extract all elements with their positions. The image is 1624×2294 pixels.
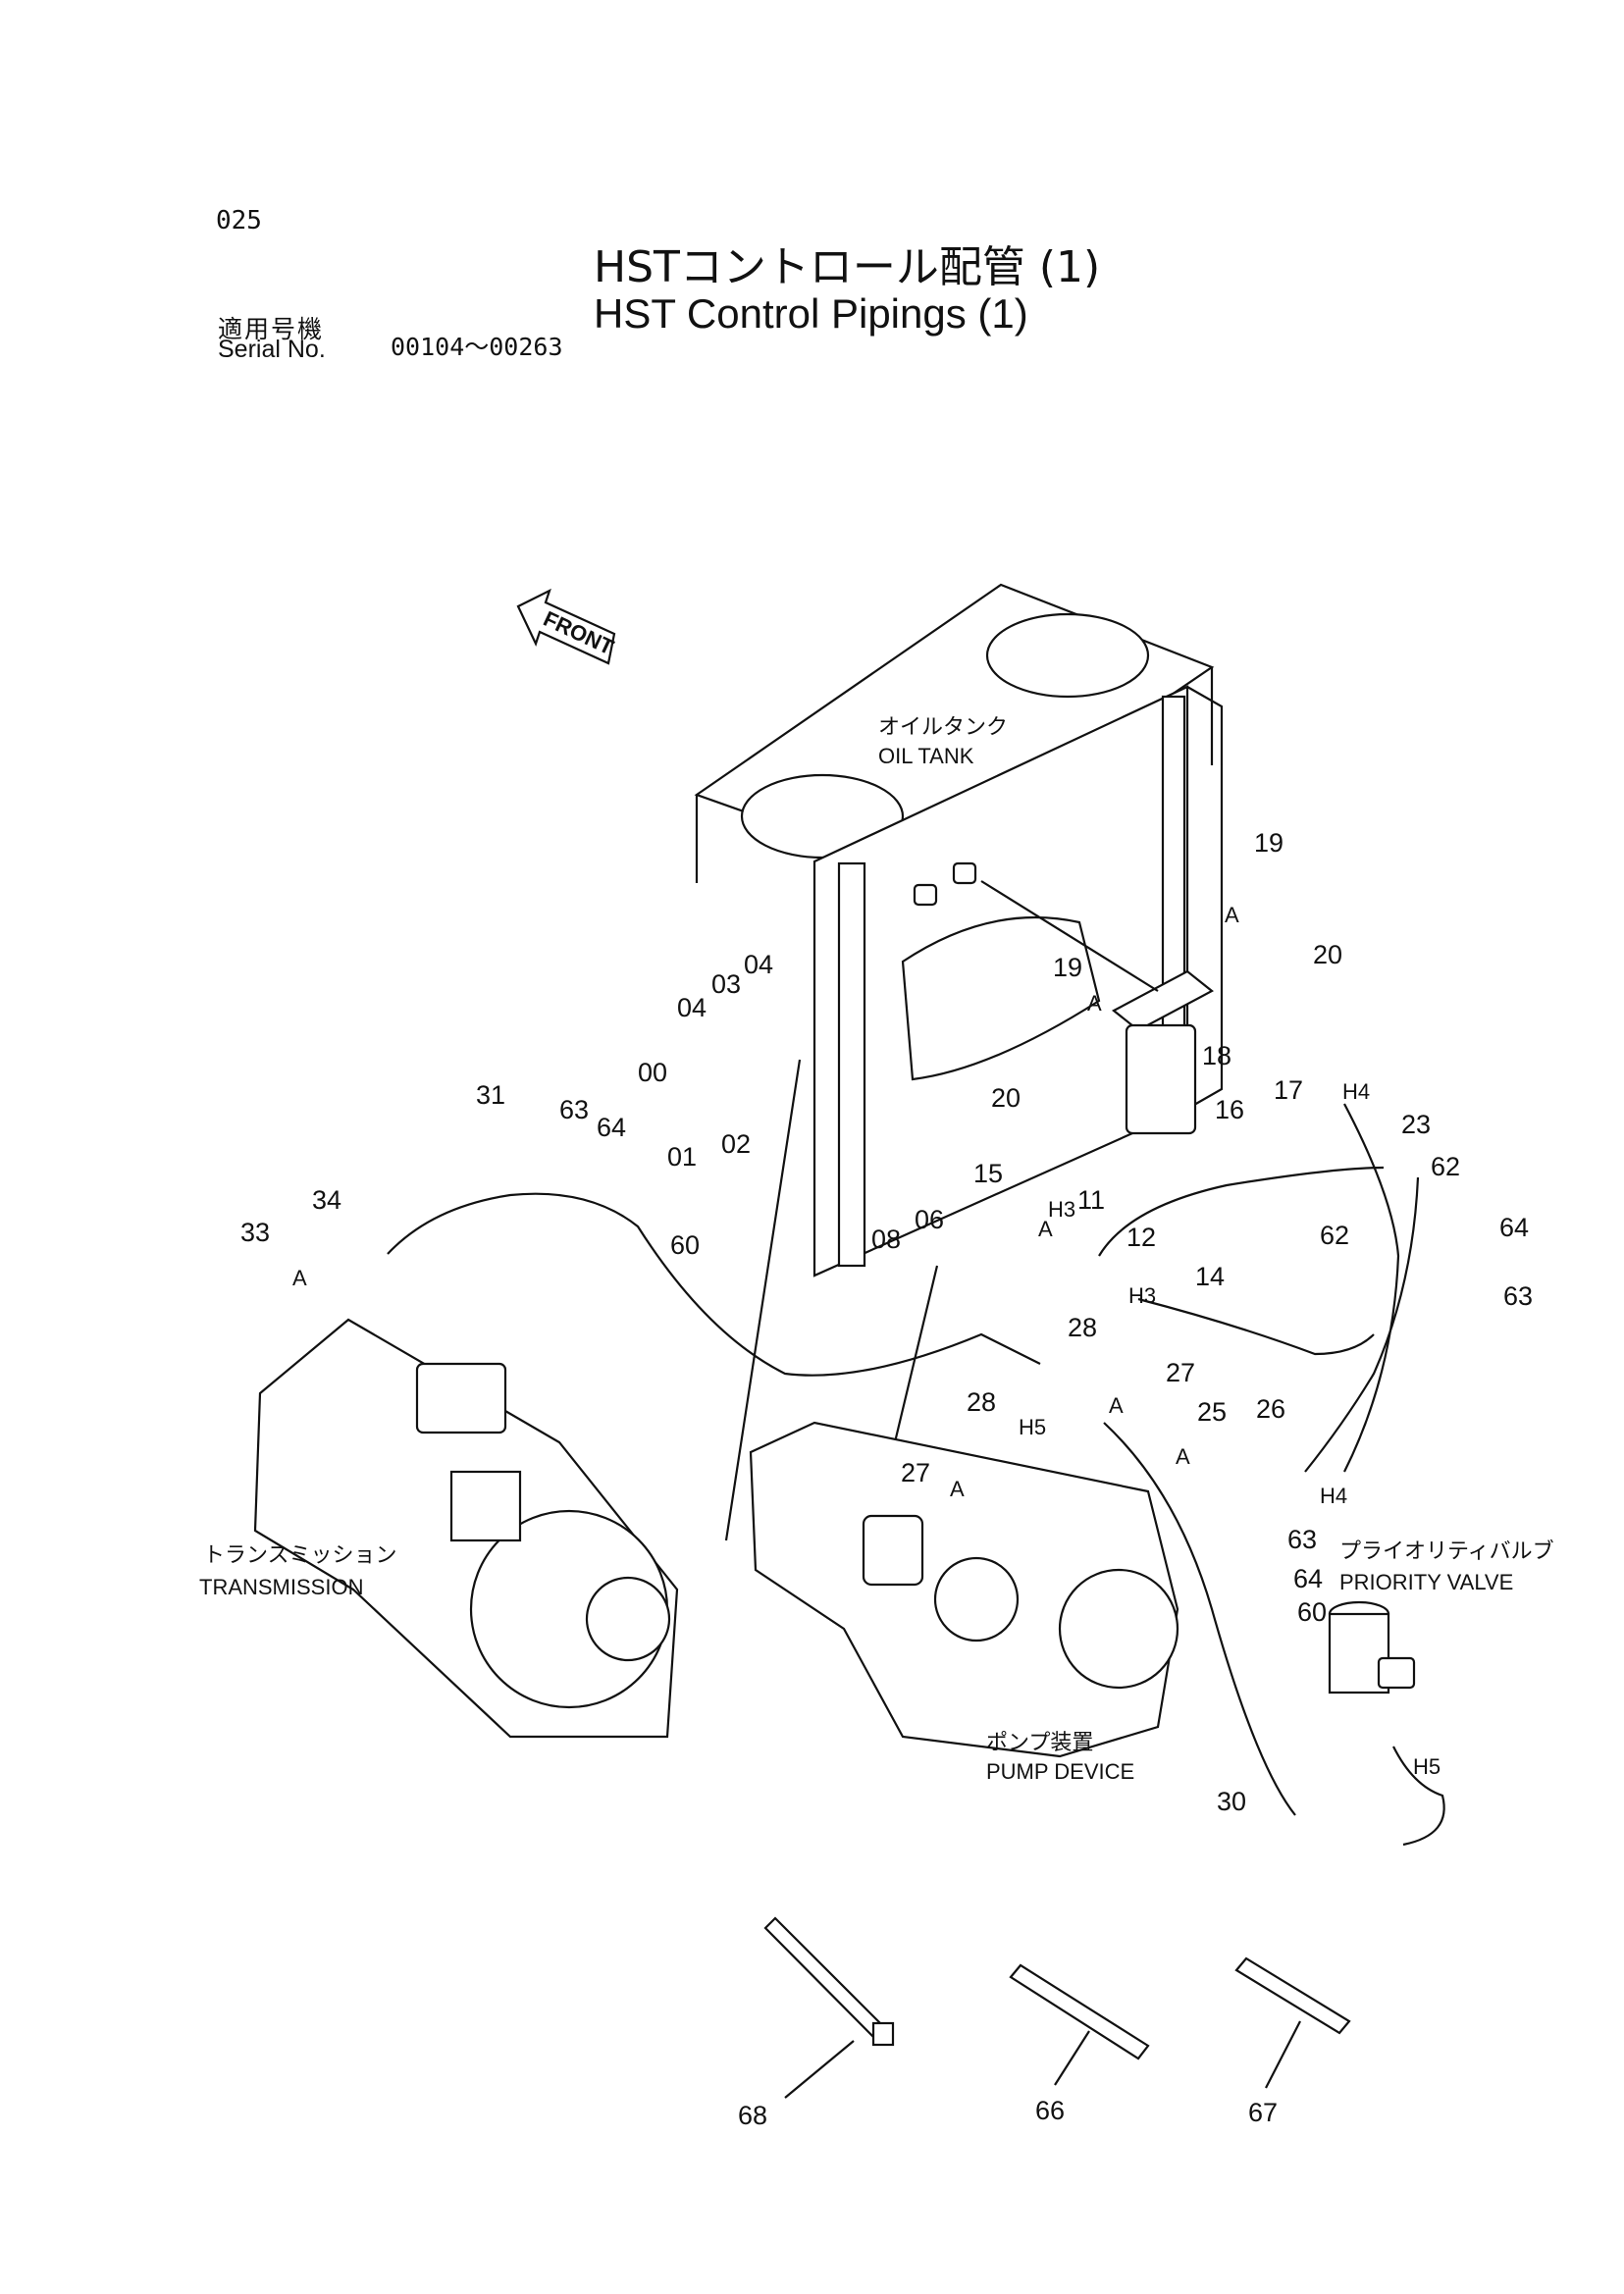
serial-label-japanese: 適用号機 bbox=[218, 315, 325, 343]
callout: 27 bbox=[901, 1458, 930, 1487]
detail-mark: A bbox=[292, 1266, 307, 1290]
callout: 00 bbox=[638, 1058, 667, 1087]
callout: 03 bbox=[711, 969, 741, 999]
serial-range: 00104～00263 bbox=[391, 333, 563, 361]
callout: 68 bbox=[738, 2101, 767, 2130]
callout: 34 bbox=[312, 1185, 341, 1215]
transmission-label-en: TRANSMISSION bbox=[199, 1575, 363, 1599]
priority-valve bbox=[1328, 1600, 1416, 1694]
callout: 02 bbox=[721, 1129, 751, 1159]
title-english: HST Control Pipings (1) bbox=[594, 290, 1028, 337]
pump-label-jp: ポンプ装置 bbox=[986, 1730, 1093, 1754]
callout: 33 bbox=[240, 1218, 270, 1247]
pump-label-en: PUMP DEVICE bbox=[986, 1759, 1134, 1784]
callout: 28 bbox=[1068, 1313, 1097, 1342]
callout: 30 bbox=[1217, 1787, 1246, 1816]
serial-label-english: Serial No. bbox=[218, 336, 326, 363]
hose-mark: H4 bbox=[1320, 1484, 1347, 1508]
callout: 16 bbox=[1215, 1095, 1244, 1124]
page-number: 025 bbox=[216, 206, 262, 235]
callout: 18 bbox=[1202, 1041, 1231, 1070]
callout: 11 bbox=[1077, 1185, 1105, 1215]
front-label: FRONT bbox=[540, 606, 618, 660]
hose-mark: H3 bbox=[1048, 1197, 1075, 1222]
detail-mark: A bbox=[1109, 1393, 1124, 1418]
callout: 64 bbox=[1499, 1213, 1529, 1242]
callout: 31 bbox=[476, 1080, 505, 1110]
pump-device bbox=[749, 1421, 1179, 1758]
piping bbox=[387, 1059, 1445, 1847]
callout: 04 bbox=[677, 993, 707, 1022]
callout: 28 bbox=[967, 1387, 996, 1417]
callout: 08 bbox=[871, 1225, 901, 1254]
hose-mark: H4 bbox=[1342, 1079, 1370, 1104]
detail-mark: A bbox=[1038, 1217, 1053, 1241]
callout: 15 bbox=[973, 1159, 1003, 1188]
callout: 04 bbox=[744, 950, 773, 979]
detail-mark: A bbox=[1225, 903, 1239, 927]
transmission-label-jp: トランスミッション bbox=[203, 1542, 397, 1567]
callout: 12 bbox=[1126, 1223, 1156, 1252]
hose-mark: H3 bbox=[1128, 1283, 1156, 1308]
detail-mark: A bbox=[1176, 1444, 1190, 1469]
detail-mark: A bbox=[1087, 991, 1102, 1016]
callout: 60 bbox=[1297, 1597, 1327, 1627]
callout: 17 bbox=[1274, 1075, 1303, 1105]
callout: 60 bbox=[670, 1230, 700, 1260]
callout: 27 bbox=[1166, 1358, 1195, 1387]
callout: 63 bbox=[559, 1095, 589, 1124]
callout: 64 bbox=[597, 1113, 626, 1142]
callout: 67 bbox=[1248, 2098, 1278, 2127]
callout: 19 bbox=[1254, 828, 1283, 858]
detail-marks: A A A A A A A bbox=[292, 903, 1239, 1501]
hose-marks: H3 H3 H4 H4 H5 H5 bbox=[1019, 1079, 1441, 1779]
oil-tank-label-en: OIL TANK bbox=[878, 744, 974, 768]
oil-filter bbox=[980, 880, 1214, 1135]
callout: 66 bbox=[1035, 2096, 1065, 2125]
oil-tank-label-jp: オイルタンク bbox=[878, 714, 1008, 739]
callout: 06 bbox=[915, 1205, 944, 1234]
callout: 25 bbox=[1197, 1397, 1227, 1427]
callout: 63 bbox=[1287, 1525, 1317, 1554]
part-callouts: 00 01 02 03 04 04 06 08 11 12 14 15 16 1… bbox=[240, 828, 1533, 2130]
priority-valve-label-jp: プライオリティバルブ bbox=[1339, 1538, 1554, 1563]
detail-mark: A bbox=[950, 1477, 965, 1501]
callout: 20 bbox=[991, 1083, 1021, 1113]
callout: 62 bbox=[1431, 1152, 1460, 1181]
callout: 26 bbox=[1256, 1394, 1285, 1424]
priority-valve-label-en: PRIORITY VALVE bbox=[1339, 1570, 1513, 1594]
cable-ties bbox=[763, 1916, 1351, 2099]
callout: 23 bbox=[1401, 1110, 1431, 1139]
hose-mark: H5 bbox=[1019, 1415, 1046, 1439]
transmission bbox=[253, 1318, 679, 1739]
title-japanese: HSTコントロール配管 (1) bbox=[594, 242, 1101, 292]
oil-tank bbox=[694, 583, 1224, 1277]
front-arrow-icon: FRONT bbox=[516, 588, 618, 665]
callout: 19 bbox=[1053, 953, 1082, 982]
callout: 64 bbox=[1293, 1564, 1323, 1593]
callout: 14 bbox=[1195, 1262, 1225, 1291]
callout: 62 bbox=[1320, 1221, 1349, 1250]
callout: 01 bbox=[667, 1142, 697, 1172]
callout: 20 bbox=[1313, 940, 1342, 969]
callout: 63 bbox=[1503, 1281, 1533, 1311]
hose-mark: H5 bbox=[1413, 1754, 1441, 1779]
